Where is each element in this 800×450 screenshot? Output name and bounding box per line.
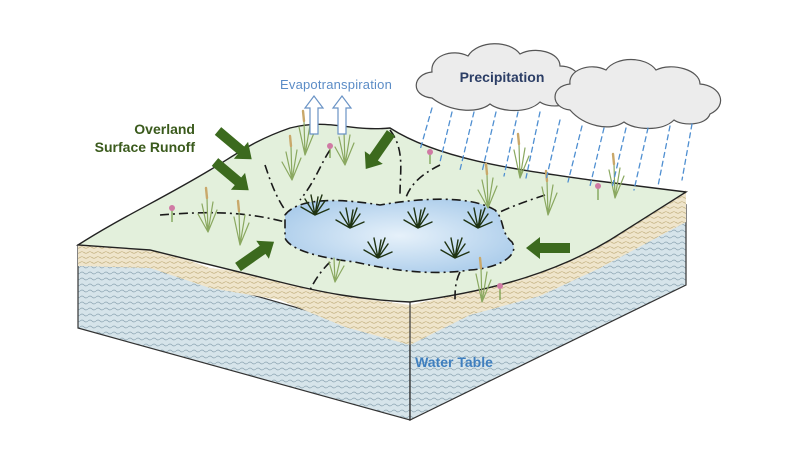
up-arrow-icon — [303, 95, 325, 135]
green-arrow-icon — [214, 127, 252, 160]
runoff-arrows — [211, 127, 570, 272]
soil-band-right — [410, 190, 686, 345]
reed-clump — [440, 237, 470, 259]
rain-streak-icon — [525, 111, 541, 179]
wildflowers — [169, 143, 601, 300]
overland-runoff-label-line1: Overland — [134, 121, 195, 137]
pond-plants — [300, 194, 493, 259]
grass-tuft — [197, 186, 218, 233]
cloud — [415, 43, 582, 112]
flower — [427, 149, 433, 164]
grass-tuft — [328, 257, 345, 283]
rain-streak-icon — [419, 107, 433, 151]
upland-grasses — [197, 109, 625, 303]
cloud — [554, 59, 722, 130]
rain-streak-icon — [611, 127, 627, 189]
grass-tuft — [477, 162, 498, 209]
water-table-label: Water Table — [415, 354, 493, 370]
grass-tuft — [281, 134, 302, 181]
flow-line — [159, 211, 286, 223]
green-arrow-icon — [526, 237, 570, 259]
up-arrow-icon — [331, 95, 353, 135]
soil-band-front — [78, 245, 410, 345]
rain-streak-icon — [633, 127, 649, 191]
rain-streak-icon — [503, 111, 519, 177]
rain-streak-icon — [567, 125, 583, 183]
evapotranspiration-label: Evapotranspiration — [280, 77, 392, 92]
reed-clump — [463, 207, 493, 229]
rain — [419, 107, 693, 191]
evap-arrows — [303, 95, 353, 135]
flow-line — [404, 164, 441, 201]
rain-streak-icon — [439, 111, 453, 163]
flow-line — [454, 271, 461, 301]
green-arrow-icon — [211, 158, 249, 191]
reed-clump — [335, 207, 365, 229]
rain-streak-icon — [589, 127, 605, 187]
flow-line — [499, 194, 546, 213]
rain-streak-icon — [657, 125, 671, 187]
rain-streak-icon — [481, 111, 497, 173]
grass-tuft — [298, 109, 315, 156]
flower — [327, 143, 333, 158]
flower — [595, 183, 601, 200]
reed-clump — [300, 194, 330, 216]
rain-streak-icon — [459, 111, 475, 171]
grass-tuft — [513, 132, 530, 179]
rain-streak-icon — [545, 119, 561, 181]
flow-line — [299, 149, 331, 201]
reed-clump — [403, 207, 433, 229]
flower — [169, 205, 175, 222]
grass-tuft — [233, 199, 250, 246]
overland-runoff-label-line2: Surface Runoff — [95, 139, 196, 155]
rain-streak-icon — [681, 123, 693, 181]
green-arrow-icon — [364, 130, 396, 170]
precipitation-label: Precipitation — [460, 69, 545, 85]
flow-line — [309, 261, 331, 291]
reed-clump — [363, 237, 393, 259]
grass-tuft — [475, 256, 492, 303]
green-arrow-icon — [235, 240, 275, 272]
flow-line — [264, 164, 286, 211]
flower — [497, 283, 503, 300]
grass-tuft — [608, 152, 625, 199]
